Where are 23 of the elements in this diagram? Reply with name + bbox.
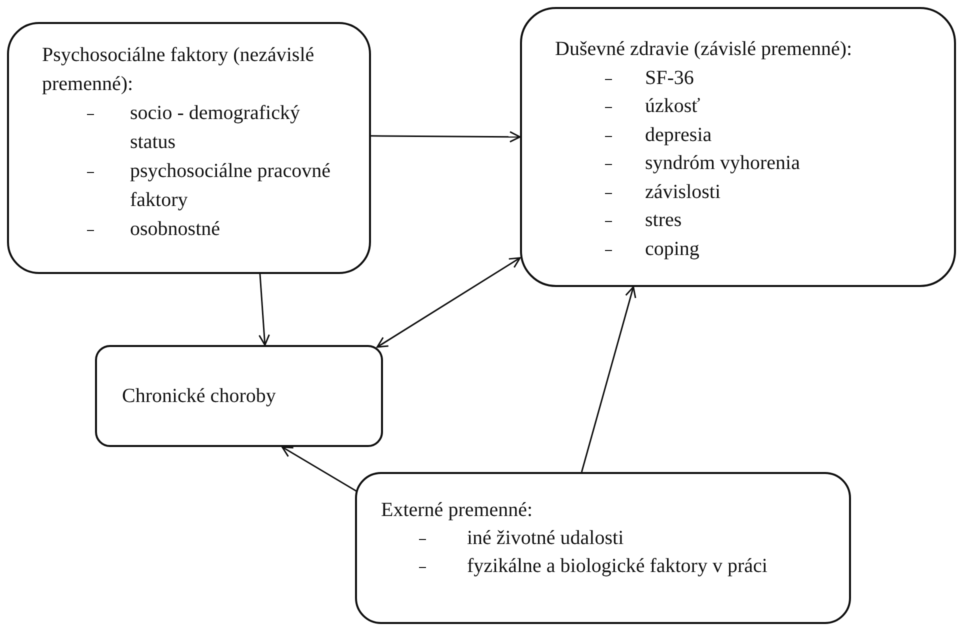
list-item: coping <box>605 234 944 263</box>
list-item: stres <box>605 206 944 234</box>
rounded-box <box>520 7 956 287</box>
list-item: úzkosť <box>605 92 944 120</box>
list-item: iné životné udalosti <box>419 524 811 552</box>
box-heading: Duševné zdravie (závislé premenné): <box>555 37 854 62</box>
list-item: fyzikálne a biologické faktory v práci <box>419 552 811 580</box>
arrow <box>281 446 358 492</box>
arrow <box>258 274 270 346</box>
list-item: závislosti <box>605 178 944 206</box>
box-heading: Externé premenné: <box>381 498 534 523</box>
arrow <box>371 131 521 143</box>
list-item: SF-36 <box>605 64 944 92</box>
rounded-box <box>95 345 383 447</box>
arrow <box>376 257 521 348</box>
list-item: osobnostné <box>87 215 347 244</box>
rounded-box <box>7 22 371 274</box>
list-item: depresia <box>605 120 944 149</box>
box-heading: Psychosociálne faktory (nezávislé premenné): <box>42 43 316 97</box>
rounded-box <box>355 472 851 624</box>
arrow <box>580 286 636 472</box>
list-item: syndróm vyhorenia <box>605 149 944 178</box>
box-heading: Chronické choroby <box>122 384 276 409</box>
